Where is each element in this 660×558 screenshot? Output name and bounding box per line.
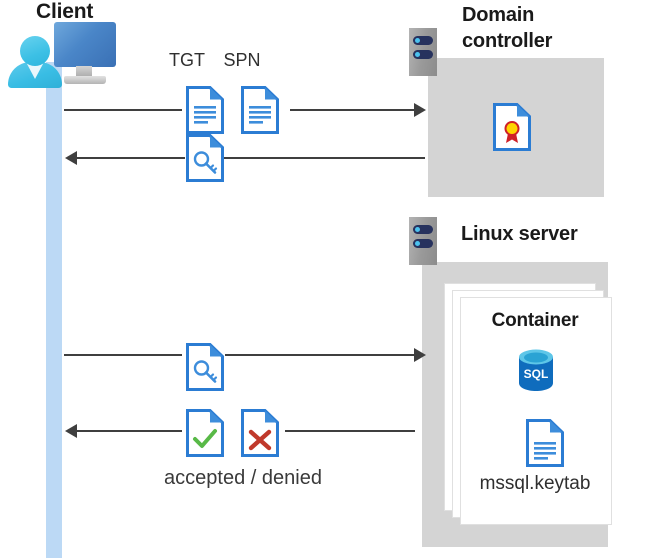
person-head-icon	[20, 36, 50, 66]
flow-3-arrowhead	[414, 348, 426, 362]
flow-3-line-right	[225, 354, 415, 356]
client-lifeline	[46, 62, 62, 558]
accepted-document-icon	[186, 409, 224, 457]
spn-label: SPN	[223, 50, 261, 70]
monitor-neck	[76, 66, 92, 78]
accepted-denied-label: accepted / denied	[164, 467, 322, 489]
spn-document-icon	[241, 86, 279, 134]
domain-controller-title-line2: controller	[462, 30, 553, 52]
client-user-monitor-icon	[6, 22, 116, 88]
linux-server-rack-icon	[409, 217, 437, 265]
tgt-document-icon	[186, 86, 224, 134]
tgt-label: TGT	[169, 50, 205, 70]
rack-led	[415, 38, 420, 43]
flow-2-arrowhead	[65, 151, 77, 165]
monitor-screen-icon	[54, 22, 116, 67]
domain-controller-title-line1: Domain	[462, 4, 535, 26]
flow-1-line-left	[64, 109, 182, 111]
rack-bar-bottom	[413, 239, 433, 248]
key-document-icon	[186, 343, 224, 391]
rack-led	[415, 52, 420, 57]
rack-bar-bottom	[413, 50, 433, 59]
person-collar	[26, 62, 44, 79]
rack-led	[415, 241, 420, 246]
container-card-front[interactable]	[460, 297, 612, 525]
svg-text:SQL: SQL	[524, 367, 549, 381]
flow-2-line-left	[77, 157, 185, 159]
flow-1-arrowhead	[414, 103, 426, 117]
key-document-icon	[186, 134, 224, 182]
flow-1-line-right	[290, 109, 414, 111]
flow-4-line-left	[77, 430, 182, 432]
rack-led	[415, 227, 420, 232]
domain-controller-title: Domain controller	[462, 2, 622, 54]
rack-bar-top	[413, 225, 433, 234]
flow-2-line-right	[223, 157, 425, 159]
flow-4-arrowhead	[65, 424, 77, 438]
sql-database-icon: SQL	[517, 347, 555, 393]
rack-bar-top	[413, 36, 433, 45]
flow-4-line-right	[285, 430, 415, 432]
monitor-base	[64, 76, 106, 84]
certificate-document-icon	[493, 103, 531, 151]
keytab-filename-label: mssql.keytab	[479, 473, 591, 494]
client-title: Client	[36, 0, 94, 23]
container-title: Container	[491, 310, 579, 331]
flow-3-line-left	[64, 354, 182, 356]
domain-controller-rack-icon	[409, 28, 437, 76]
keytab-document-icon	[526, 419, 564, 467]
linux-server-title: Linux server	[461, 223, 578, 245]
denied-document-icon	[241, 409, 279, 457]
